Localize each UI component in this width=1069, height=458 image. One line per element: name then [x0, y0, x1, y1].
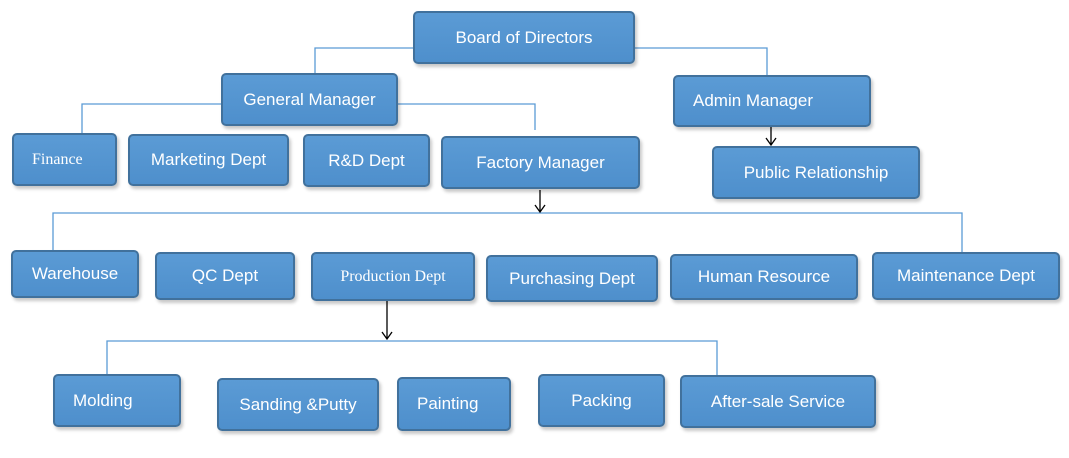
node-label: Purchasing Dept [509, 268, 635, 288]
node-qc-dept: QC Dept [155, 252, 295, 300]
node-label: QC Dept [191, 266, 259, 285]
node-factory-manager: Factory Manager [441, 136, 640, 189]
arrow-production-down [381, 301, 393, 341]
node-label: Sanding &Putty [239, 394, 357, 414]
node-label: Public Relationship [743, 162, 889, 182]
node-label: R&D Dept [328, 150, 405, 170]
node-label: Marketing Dept [150, 150, 267, 169]
connector-production-bracket [106, 340, 718, 376]
node-human-resource: Human Resource [670, 254, 858, 300]
connector-gm-children [81, 103, 536, 133]
node-packing: Packing [538, 374, 665, 427]
node-label: General Manager [243, 89, 376, 109]
connector-factory-bracket [52, 212, 963, 252]
node-molding: Molding [53, 374, 181, 427]
node-label: Production Dept [340, 267, 446, 285]
arrow-factory-down [534, 190, 546, 214]
node-admin-manager: Admin Manager [673, 75, 871, 127]
node-public-relationship: Public Relationship [712, 146, 920, 199]
node-label: Warehouse [31, 264, 119, 283]
node-purchasing-dept: Purchasing Dept [486, 255, 658, 302]
node-label: Human Resource [697, 267, 831, 286]
node-sanding-putty: Sanding &Putty [217, 378, 379, 431]
node-board-of-directors: Board of Directors [413, 11, 635, 64]
node-production-dept: Production Dept [311, 252, 475, 301]
node-warehouse: Warehouse [11, 250, 139, 298]
connector-board-children [314, 47, 768, 76]
node-label: Finance [32, 150, 83, 168]
node-label: Molding [73, 390, 133, 410]
node-label: After-sale Service [710, 391, 846, 411]
arrow-admin-to-pr [765, 126, 777, 147]
node-label: Admin Manager [693, 91, 814, 110]
node-marketing-dept: Marketing Dept [128, 134, 289, 186]
node-after-sale-service: After-sale Service [680, 375, 876, 428]
node-painting: Painting [397, 377, 511, 431]
node-label: Maintenance Dept [897, 266, 1035, 285]
node-label: Board of Directors [455, 27, 593, 47]
node-label: Packing [571, 390, 632, 410]
node-general-manager: General Manager [221, 73, 398, 126]
node-maintenance-dept: Maintenance Dept [872, 252, 1060, 300]
node-finance: Finance [12, 133, 117, 186]
node-rnd-dept: R&D Dept [303, 134, 430, 187]
node-label: Factory Manager [476, 152, 605, 172]
node-label: Painting [417, 394, 479, 413]
